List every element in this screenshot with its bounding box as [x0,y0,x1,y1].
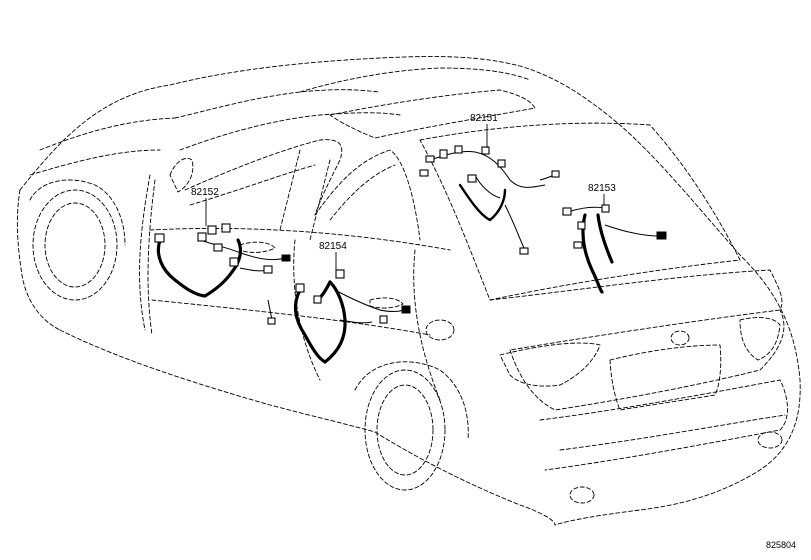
label-roof-harness: 82151 [470,113,498,124]
luggage-harness [562,194,667,294]
car-body-outline [16,56,801,526]
label-luggage-harness: 82153 [588,183,616,194]
label-rear-door-harness: 82154 [319,241,347,252]
rear-door-harness [293,252,411,364]
front-door-harness [154,198,291,325]
roof-harness [419,124,560,255]
label-front-door-harness: 82152 [191,187,219,198]
figure-code: 825804 [766,540,797,550]
